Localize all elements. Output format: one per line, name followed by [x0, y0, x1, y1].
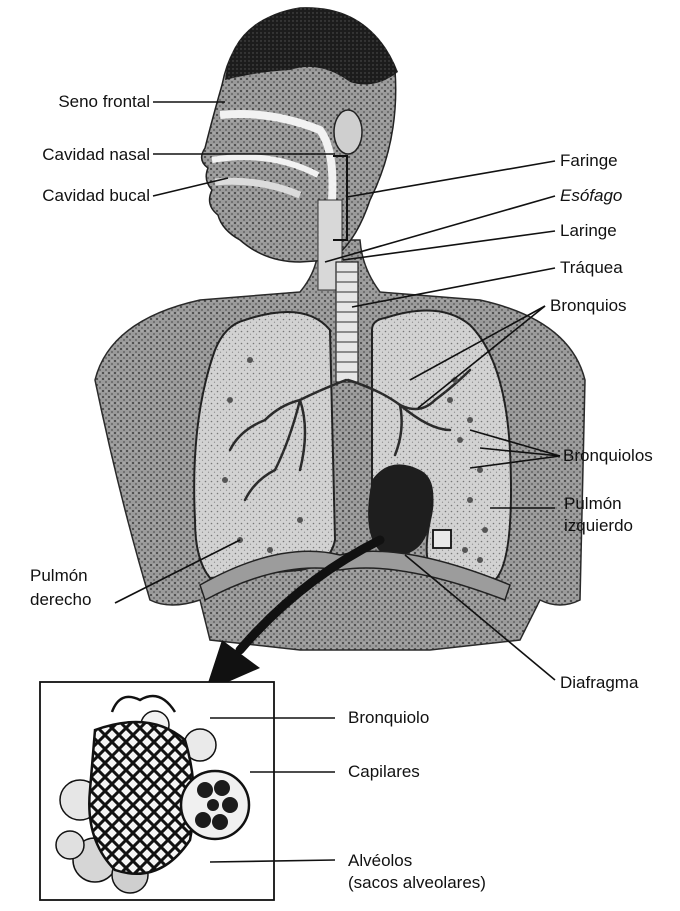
label-esofago: Esófago [560, 186, 622, 206]
label-alveolos-line1: Alvéolos [348, 851, 412, 871]
label-seno-frontal: Seno frontal [20, 92, 150, 112]
trachea [336, 262, 358, 382]
right-lung [194, 312, 335, 578]
label-cavidad-nasal: Cavidad nasal [0, 145, 150, 165]
detail-marker [433, 530, 451, 548]
label-pulmon-izquierdo-line1: Pulmón [564, 494, 622, 514]
label-pulmon-izquierdo-line2: izquierdo [564, 516, 633, 536]
label-traquea: Tráquea [560, 258, 623, 278]
label-bronquiolo: Bronquiolo [348, 708, 429, 728]
label-bronquios: Bronquios [550, 296, 627, 316]
capillary-net [89, 722, 194, 874]
label-bronquiolos: Bronquiolos [563, 446, 653, 466]
label-capilares: Capilares [348, 762, 420, 782]
label-cavidad-bucal: Cavidad bucal [0, 186, 150, 206]
ear [334, 110, 362, 154]
label-laringe: Laringe [560, 221, 617, 241]
label-pulmon-derecho-line1: Pulmón [30, 566, 88, 586]
label-alveolos-line2: (sacos alveolares) [348, 873, 486, 893]
label-diafragma: Diafragma [560, 673, 638, 693]
label-faringe: Faringe [560, 151, 618, 171]
label-pulmon-derecho-line2: derecho [30, 590, 91, 610]
